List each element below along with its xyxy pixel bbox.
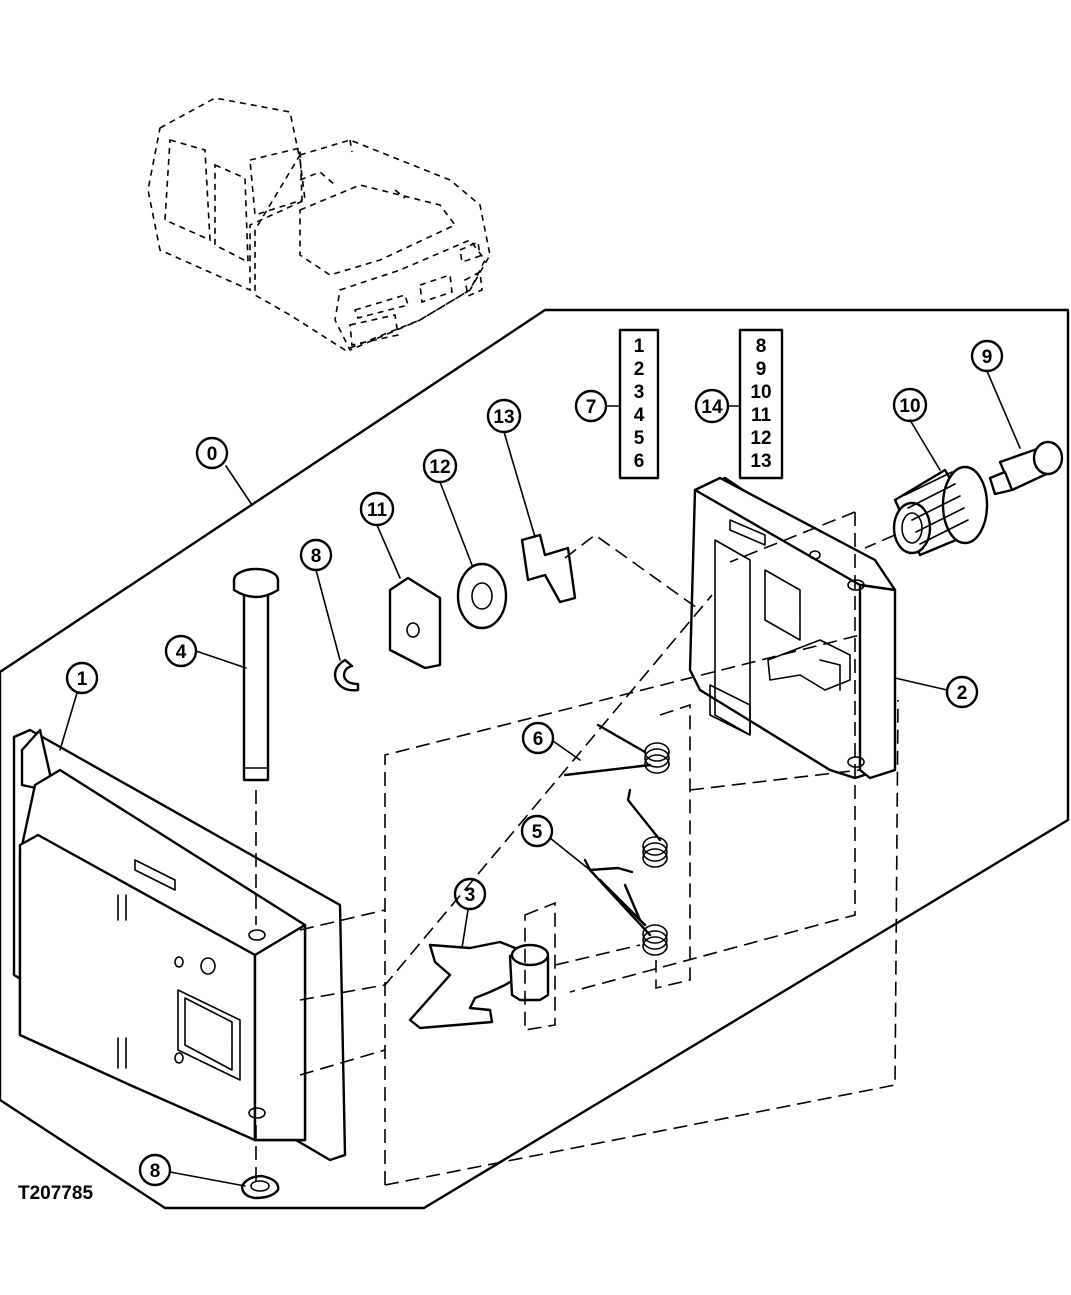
svg-text:11: 11	[367, 500, 388, 521]
callout-13: 13	[486, 398, 522, 434]
callout-11: 11	[359, 491, 395, 527]
svg-text:2: 2	[957, 683, 968, 704]
part-13-spring-clip	[520, 533, 577, 604]
kit-14-item: 11	[751, 405, 772, 426]
kit-7-item: 1	[634, 336, 645, 357]
callout-1: 1	[65, 661, 99, 695]
kit-14-item: 12	[750, 428, 771, 449]
callout-5: 5	[520, 814, 554, 848]
svg-text:4: 4	[176, 642, 187, 663]
kit-14-item: 13	[750, 451, 771, 472]
kit-7-item: 5	[634, 428, 645, 449]
svg-text:13: 13	[493, 407, 514, 428]
svg-text:6: 6	[533, 729, 544, 750]
callout-8-lower: 8	[138, 1153, 172, 1187]
part-3-latch-pawl	[408, 940, 550, 1030]
svg-text:1: 1	[77, 669, 88, 690]
part-2-latch-frame	[688, 476, 897, 780]
svg-text:8: 8	[150, 1161, 161, 1182]
callout-2: 2	[945, 675, 979, 709]
part-11-plate	[388, 576, 442, 670]
svg-text:5: 5	[532, 822, 543, 843]
callout-3: 3	[453, 877, 487, 911]
part-5-torsion-spring	[583, 788, 668, 956]
callout-10: 10	[892, 387, 928, 423]
callout-12: 12	[422, 448, 458, 484]
svg-text:3: 3	[465, 885, 476, 906]
part-8-clip-upper	[333, 658, 360, 692]
kit-7-item: 6	[634, 451, 645, 472]
part-8-clip-lower	[240, 1174, 280, 1200]
part-9-plunger	[988, 440, 1064, 496]
part-1-latch-housing	[12, 728, 347, 1162]
callout-6: 6	[521, 721, 555, 755]
kit-7-item: 4	[634, 405, 645, 426]
callout-7: 7	[574, 389, 608, 423]
kit-14-box: 8 9 10 11 12 13	[738, 328, 784, 480]
callout-4: 4	[164, 634, 198, 668]
callout-9: 9	[970, 339, 1004, 373]
callout-0: 0	[195, 436, 229, 470]
kit-7-item: 2	[634, 359, 645, 380]
callout-8-upper: 8	[299, 538, 333, 572]
part-6-torsion-spring	[563, 723, 670, 777]
kit-7-item: 3	[634, 382, 645, 403]
svg-text:12: 12	[429, 457, 450, 478]
svg-text:10: 10	[899, 396, 920, 417]
svg-text:14: 14	[701, 397, 723, 418]
kit-7-box: 1 2 3 4 5 6	[618, 328, 660, 480]
part-10-bushing	[892, 465, 989, 557]
assembly-boundary	[0, 308, 1070, 1210]
part-12-washer	[456, 562, 508, 630]
part-4-pin	[232, 567, 280, 782]
svg-text:8: 8	[311, 546, 322, 567]
assembly-lines	[255, 511, 899, 1186]
kit-14-item: 9	[756, 359, 767, 380]
figure-id: T207785	[18, 1183, 93, 1204]
callout-14: 14	[694, 388, 730, 424]
leader-lines	[59, 370, 1021, 1187]
svg-text:0: 0	[207, 444, 218, 465]
svg-text:9: 9	[982, 347, 993, 368]
kit-14-item: 10	[750, 382, 771, 403]
svg-text:7: 7	[586, 397, 597, 418]
kit-14-item: 8	[756, 336, 767, 357]
excavator-location-view	[147, 97, 491, 352]
callouts: 0 1 2 3 4 5 6 7	[65, 339, 1004, 1187]
